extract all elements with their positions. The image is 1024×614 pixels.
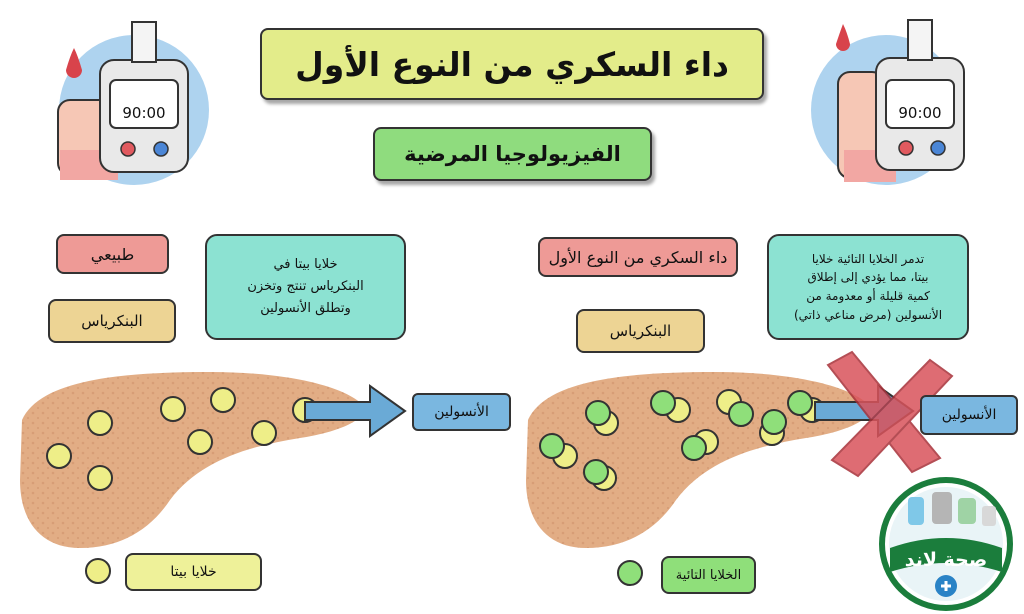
insulin-arrow-normal	[304, 384, 407, 438]
page-subtitle: الفيزيولوجيا المرضية	[373, 127, 652, 181]
beta-cell	[87, 465, 113, 491]
pancreas-label-normal: البنكرياس	[48, 299, 176, 343]
insulin-label-normal: الأنسولين	[412, 393, 511, 431]
blocked-cross-icon	[826, 350, 954, 478]
description-normal-line: خلايا بيتا في	[273, 256, 338, 272]
glucose-meter-icon-left	[57, 21, 209, 185]
description-type1-line: بيتا، مما يؤدي إلى إطلاق	[807, 270, 929, 285]
description-normal-line: وتطلق الأنسولين	[260, 301, 351, 317]
t-cell	[761, 409, 787, 435]
meter-reading-right: 90:00	[898, 104, 942, 122]
pancreas-normal	[20, 372, 364, 548]
beta-cell	[46, 443, 72, 469]
legend-t-cell-swatch	[617, 560, 643, 586]
label-type1: داء السكري من النوع الأول	[538, 237, 738, 277]
t-cells	[539, 390, 813, 485]
t-cell	[539, 433, 565, 459]
description-normal-line: البنكرياس تنتج وتخزن	[247, 278, 364, 294]
legend-t-cells: الخلايا التائية	[661, 556, 756, 594]
glucose-meter-icon-right	[811, 19, 965, 185]
description-type1: تدمر الخلايا التائية خلايا بيتا، مما يؤد…	[767, 234, 969, 340]
t-cell	[583, 459, 609, 485]
beta-cells-normal	[46, 387, 318, 491]
page-title: داء السكري من النوع الأول	[260, 28, 764, 100]
description-type1-line: كمية قليلة أو معدومة من	[806, 289, 930, 303]
description-normal: خلايا بيتا في البنكرياس تنتج وتخزن وتطلق…	[205, 234, 406, 340]
pancreas-label-type1: البنكرياس	[576, 309, 705, 353]
label-normal: طبيعي	[56, 234, 169, 274]
beta-cell	[251, 420, 277, 446]
t-cell	[681, 435, 707, 461]
beta-cell	[187, 429, 213, 455]
t-cell	[650, 390, 676, 416]
description-type1-line: تدمر الخلايا التائية خلايا	[811, 251, 925, 266]
t-cell	[728, 401, 754, 427]
legend-beta-cells: خلايا بيتا	[125, 553, 262, 591]
beta-cell	[87, 410, 113, 436]
t-cell	[585, 400, 611, 426]
description-type1-line: الأنسولين (مرض مناعي ذاتي)	[793, 307, 943, 322]
sehaland-logo: صحة لاند	[879, 477, 1013, 611]
insulin-label-type1: الأنسولين	[920, 395, 1018, 435]
svg-text:صحة لاند: صحة لاند	[905, 549, 987, 571]
beta-cell	[160, 396, 186, 422]
t-cell	[787, 390, 813, 416]
meter-reading-left: 90:00	[122, 104, 166, 122]
legend-beta-cell-swatch	[85, 558, 111, 584]
beta-cell	[210, 387, 236, 413]
